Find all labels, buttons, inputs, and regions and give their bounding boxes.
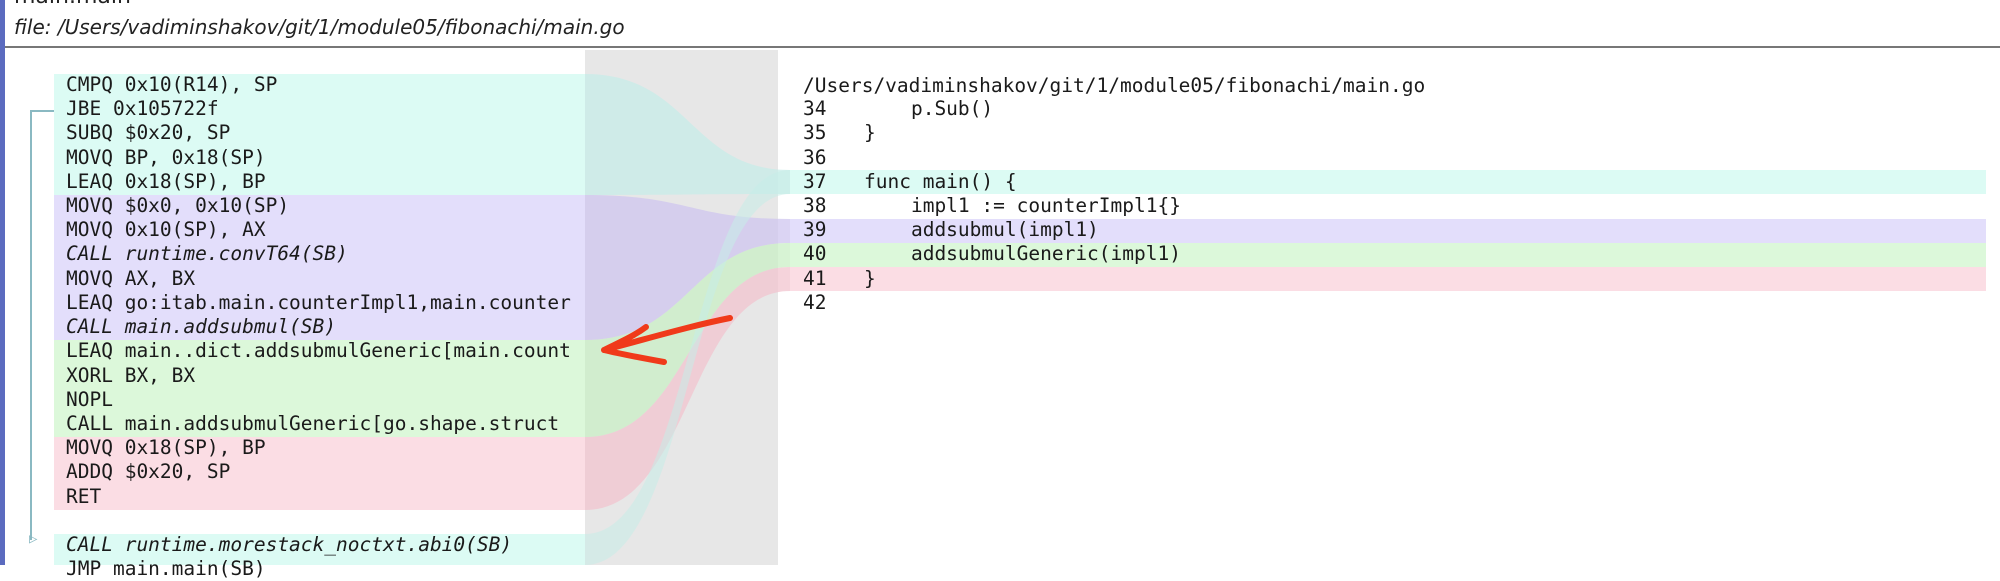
source-file-path: /Users/vadiminshakov/git/1/module05/fibo… <box>803 74 1426 97</box>
source-code-line: p.Sub() <box>864 97 994 120</box>
file-path-label: file: /Users/vadiminshakov/git/1/module0… <box>14 15 625 39</box>
source-line-number: 34 <box>803 97 827 120</box>
asm-line: CALL runtime.morestack_noctxt.abi0(SB) <box>66 533 513 556</box>
asm-line: NOPL <box>66 388 113 411</box>
asm-line: LEAQ 0x18(SP), BP <box>66 170 266 193</box>
jump-line <box>30 110 32 540</box>
asm-line: SUBQ $0x20, SP <box>66 121 231 144</box>
source-code-line: addsubmul(impl1) <box>864 218 1099 241</box>
asm-line: MOVQ 0x18(SP), BP <box>66 436 266 459</box>
asm-line: JMP main.main(SB) <box>66 557 266 580</box>
asm-line: CALL main.addsubmul(SB) <box>66 315 337 338</box>
asm-line: MOVQ BP, 0x18(SP) <box>66 146 266 169</box>
gutter-column <box>585 50 778 565</box>
asm-line: CALL main.addsubmulGeneric[go.shape.stru… <box>66 412 560 435</box>
source-code-line: } <box>864 267 876 290</box>
jump-line-top <box>30 110 54 112</box>
source-line-number: 41 <box>803 267 827 290</box>
source-code-line: impl1 := counterImpl1{} <box>864 194 1181 217</box>
source-line-number: 37 <box>803 170 827 193</box>
left-border <box>0 0 5 565</box>
source-line-number: 39 <box>803 218 827 241</box>
src-band-41 <box>790 267 1986 292</box>
asm-line: LEAQ go:itab.main.counterImpl1,main.coun… <box>66 291 571 314</box>
asm-line: XORL BX, BX <box>66 364 196 387</box>
asm-line: LEAQ main..dict.addsubmulGeneric[main.co… <box>66 339 571 362</box>
asm-line: MOVQ AX, BX <box>66 267 196 290</box>
source-code-line: addsubmulGeneric(impl1) <box>864 242 1181 265</box>
title-bar: main.main file: /Users/vadiminshakov/git… <box>0 0 2000 48</box>
asm-band-cyan-tail <box>54 534 585 565</box>
src-band-40 <box>790 243 1986 268</box>
asm-line: CALL runtime.convT64(SB) <box>66 242 348 265</box>
source-code-line: } <box>864 121 876 144</box>
asm-line: MOVQ 0x10(SP), AX <box>66 218 266 241</box>
asm-line: RET <box>66 485 102 508</box>
source-code-line: func main() { <box>864 170 1017 193</box>
asm-band-purple <box>54 195 585 340</box>
asm-line: CMPQ 0x10(R14), SP <box>66 73 278 96</box>
source-line-number: 38 <box>803 194 827 217</box>
window-title: main.main <box>14 0 131 9</box>
asm-line: JBE 0x105722f <box>66 97 219 120</box>
src-band-39 <box>790 219 1986 244</box>
source-line-number: 42 <box>803 291 827 314</box>
source-line-number: 35 <box>803 121 827 144</box>
asm-line: ADDQ $0x20, SP <box>66 460 231 483</box>
source-line-number: 36 <box>803 146 827 169</box>
asm-band-cyan <box>54 74 585 195</box>
asm-band-green <box>54 340 585 437</box>
asm-band-pink <box>54 437 585 510</box>
src-band-37 <box>790 170 1986 195</box>
asm-line: MOVQ $0x0, 0x10(SP) <box>66 194 290 217</box>
source-line-number: 40 <box>803 242 827 265</box>
jump-arrow-icon: ▷ <box>29 531 38 547</box>
